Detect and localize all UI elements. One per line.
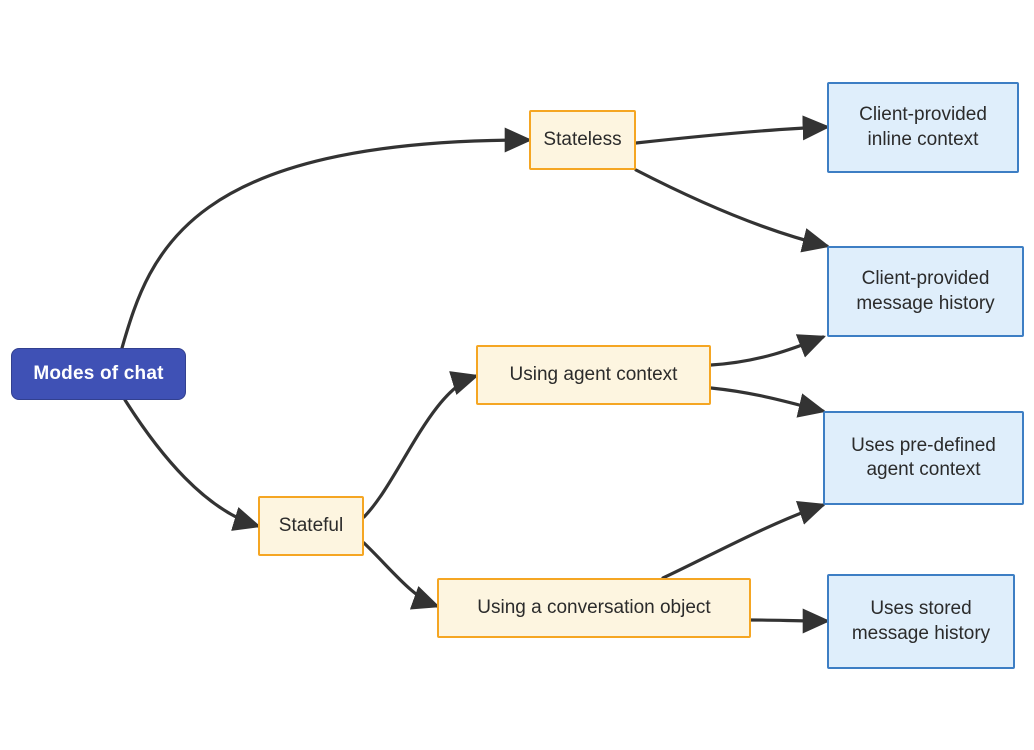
edge-conversation-object-to-stored-message-history xyxy=(749,608,831,634)
node-label: Client-provided message history xyxy=(856,268,995,314)
node-label: Using agent context xyxy=(509,363,678,385)
node-client-provided-inline-context[interactable]: Client-provided inline context xyxy=(827,82,1019,173)
node-stateful[interactable]: Stateful xyxy=(258,496,364,556)
edge-stateless-to-inline-context xyxy=(634,115,831,145)
node-label: Stateless xyxy=(543,128,622,150)
node-stateless[interactable]: Stateless xyxy=(529,110,636,170)
node-using-a-conversation-object[interactable]: Using a conversation object xyxy=(437,578,751,638)
node-label: Uses pre-defined agent context xyxy=(851,434,996,480)
node-label: Stateful xyxy=(278,514,344,536)
edge-conversation-object-to-predefined-agent-context xyxy=(661,501,827,580)
node-label: Modes of chat xyxy=(33,362,164,384)
edge-stateless-to-message-history xyxy=(634,168,831,253)
edge-root-to-stateless xyxy=(120,127,533,350)
edge-agent-context-to-message-history xyxy=(709,334,826,367)
node-modes-of-chat[interactable]: Modes of chat xyxy=(11,348,186,400)
edge-agent-context-to-predefined-agent-context xyxy=(709,386,827,418)
node-using-agent-context[interactable]: Using agent context xyxy=(476,345,711,405)
node-uses-stored-message-history[interactable]: Uses stored message history xyxy=(827,574,1015,669)
node-label: Uses stored message history xyxy=(851,598,991,644)
edge-stateful-to-conversation-object xyxy=(362,541,441,610)
node-label: Using a conversation object xyxy=(477,596,711,618)
edge-root-to-stateful xyxy=(123,398,262,531)
edge-stateful-to-agent-context xyxy=(362,371,480,519)
node-label: Client-provided inline context xyxy=(859,104,987,150)
node-client-provided-message-history[interactable]: Client-provided message history xyxy=(827,246,1024,337)
node-uses-pre-defined-agent-context[interactable]: Uses pre-defined agent context xyxy=(823,411,1024,505)
